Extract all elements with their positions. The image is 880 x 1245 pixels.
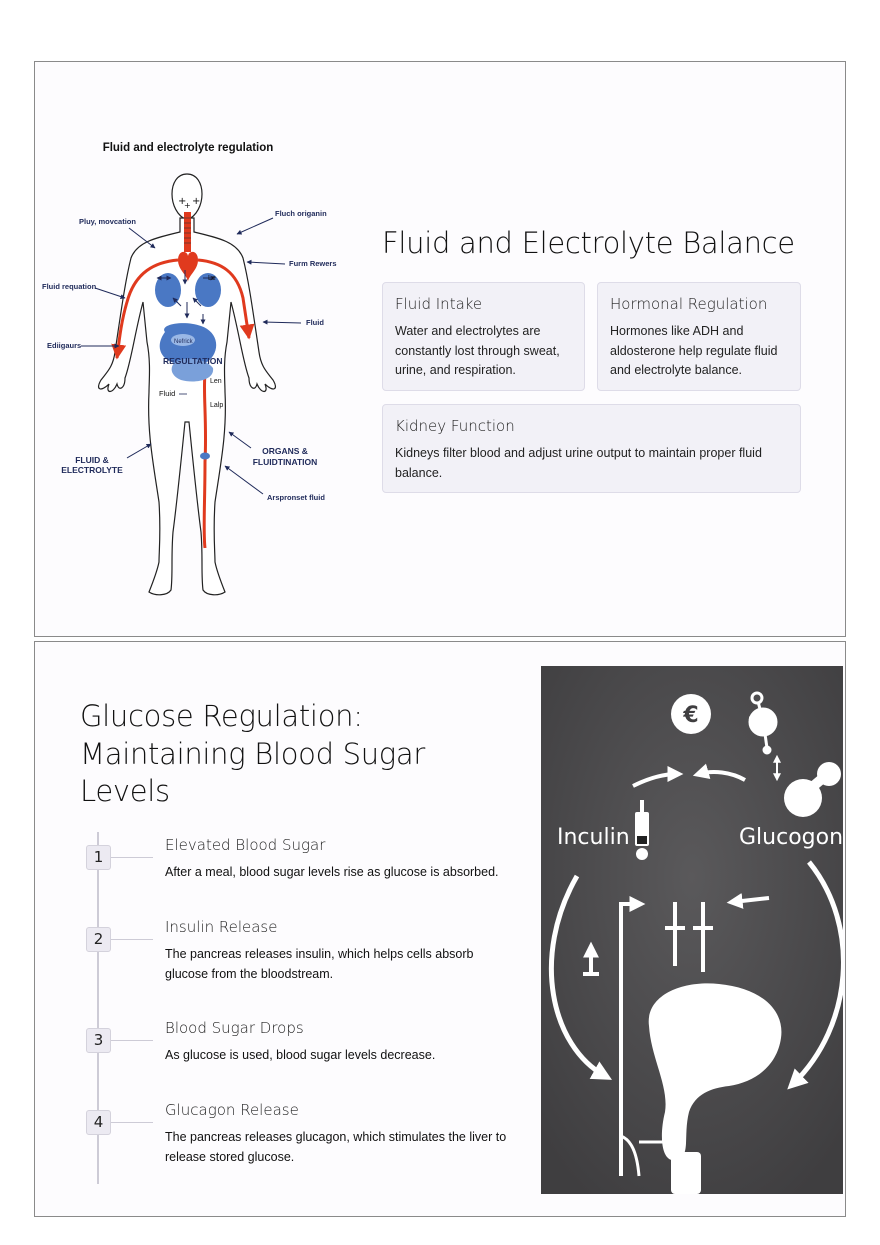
base-block <box>671 1152 701 1194</box>
step-title: Blood Sugar Drops <box>165 1019 304 1037</box>
glucose-illustration-svg: € <box>541 666 843 1194</box>
heart <box>178 251 198 282</box>
glucagon-label: Glucogon <box>739 825 843 850</box>
svg-text:Fluid requation: Fluid requation <box>42 282 97 291</box>
step-title: Glucagon Release <box>165 1101 299 1119</box>
diagram-title: Fluid and electrolyte regulation <box>103 142 274 154</box>
card-body: Kidneys filter blood and adjust urine ou… <box>395 446 762 480</box>
lalp-label: Lalp <box>210 402 223 409</box>
knee-node <box>200 452 210 460</box>
illustration-background <box>541 666 843 1194</box>
svg-text:+: + <box>184 201 191 210</box>
trachea-rings <box>184 217 191 244</box>
external-labels: Pluy, movcation Fluch origanin Furm Rewe… <box>42 209 337 502</box>
step-number: 3 <box>86 1028 111 1053</box>
slide-fluid-electrolyte: Fluid and electrolyte regulation + + + <box>34 61 846 637</box>
cycle-arcs <box>548 860 843 1090</box>
insulin-label: Inculin <box>557 825 630 850</box>
category-labels: FLUID & ELECTROLYTE ORGANS & FLUIDTINATI… <box>61 446 317 475</box>
glucose-illustration: € <box>541 666 843 1194</box>
step-title: Insulin Release <box>165 918 278 936</box>
internal-arrows <box>156 270 216 325</box>
card-kidney-function: Kidney Function Kidneys filter blood and… <box>382 404 801 493</box>
regulation-label: REGULTATION <box>163 356 223 366</box>
card-fluid-intake: Fluid Intake Water and electrolytes are … <box>382 282 585 391</box>
trachea <box>184 212 191 252</box>
svg-text:FLUIDTINATION: FLUIDTINATION <box>253 457 318 467</box>
card-body: Water and electrolytes are constantly lo… <box>395 324 560 377</box>
step-description: The pancreas releases insulin, which hel… <box>165 947 474 981</box>
step-connector <box>111 1122 153 1123</box>
face-marks: + + + <box>178 196 200 210</box>
svg-text:Ediigaurs: Ediigaurs <box>47 341 81 350</box>
step-description: The pancreas releases glucagon, which st… <box>165 1130 507 1164</box>
svg-text:Pluy, movcation: Pluy, movcation <box>79 217 136 226</box>
len-label: Len <box>210 378 222 385</box>
svg-text:+: + <box>192 196 200 207</box>
molecule-icon <box>748 691 778 755</box>
step-number: 4 <box>86 1110 111 1135</box>
slide2-title: Glucose Regulation: Maintaining Blood Su… <box>80 699 426 808</box>
svg-text:Furm Rewers: Furm Rewers <box>289 259 337 268</box>
svg-text:ORGANS &: ORGANS & <box>262 446 308 456</box>
step-title: Elevated Blood Sugar <box>165 836 326 854</box>
step-number: 1 <box>86 845 111 870</box>
step-connector <box>111 939 153 940</box>
step-description: After a meal, blood sugar levels rise as… <box>165 865 499 879</box>
slide-glucose-regulation: Glucose Regulation: Maintaining Blood Su… <box>34 641 846 1217</box>
timeline-line <box>97 832 99 1184</box>
pancreas-shape <box>648 983 782 1161</box>
card-body: Hormones like ADH and aldosterone help r… <box>610 324 778 377</box>
leader-arrows <box>81 217 302 495</box>
syringe-icon <box>635 800 649 860</box>
le-label: Le <box>208 275 216 282</box>
card-title: Hormonal Regulation <box>610 295 768 313</box>
svg-text:Fluid: Fluid <box>306 318 324 327</box>
top-arrows <box>632 763 746 788</box>
fluid-regulation-diagram: Fluid and electrolyte regulation + + + <box>35 62 375 636</box>
coin-symbol: € <box>682 703 698 728</box>
step-connector <box>111 857 153 858</box>
svg-text:Arspronset fluid: Arspronset fluid <box>267 493 325 502</box>
molecule-pair-icon <box>784 762 841 817</box>
return-line <box>620 1134 641 1177</box>
card-hormonal-regulation: Hormonal Regulation Hormones like ADH an… <box>597 282 801 391</box>
body-diagram-svg: Fluid and electrolyte regulation + + + <box>42 142 337 596</box>
card-title: Fluid Intake <box>395 295 483 313</box>
blood-vessels <box>111 258 255 549</box>
bladder-region <box>171 358 214 382</box>
step-connector <box>111 1040 153 1041</box>
right-lung <box>195 273 221 307</box>
svg-text:FLUID &: FLUID & <box>75 455 109 465</box>
step-number: 2 <box>86 927 111 952</box>
svg-text:ELECTROLYTE: ELECTROLYTE <box>61 465 123 475</box>
nephron <box>171 334 195 346</box>
card-title: Kidney Function <box>395 417 515 435</box>
svg-text:Fluch origanin: Fluch origanin <box>275 209 327 218</box>
coin-icon <box>671 694 711 734</box>
step-description: As glucose is used, blood sugar levels d… <box>165 1048 436 1062</box>
svg-text:+: + <box>178 196 186 207</box>
slide1-title: Fluid and Electrolyte Balance <box>382 226 795 260</box>
fluid-center-label: Fluid <box>159 389 175 398</box>
flow-lines <box>583 892 770 1176</box>
nephron-label: Nefrick <box>174 339 194 345</box>
